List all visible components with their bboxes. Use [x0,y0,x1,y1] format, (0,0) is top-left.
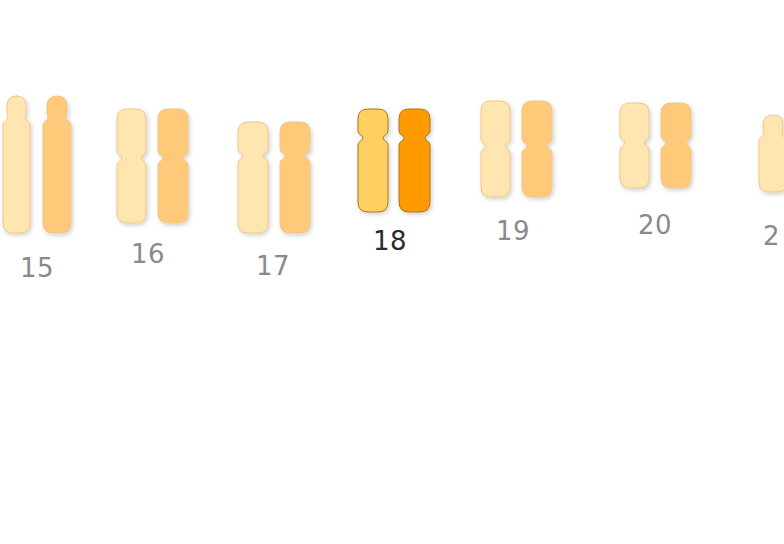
chromosome-number: 15 [20,253,54,283]
chromosome-number: 18 [373,226,407,256]
chromosome-number: 16 [131,239,165,269]
chromosome-number: 20 [638,210,672,240]
chromosome [280,122,310,233]
chromosome [3,96,30,233]
chromosome [358,109,388,212]
chromosome [522,101,552,197]
chromosome-number-slot: 15 [20,255,54,281]
chromosome-number-slot: 17 [256,253,290,279]
chromosome-number-slot: 2 [763,223,780,249]
chromosome [620,103,649,188]
chromosome [399,109,430,212]
chromosome-number-slot: 19 [496,218,530,244]
chromosome-number: 19 [496,216,530,246]
chromosome-number: 17 [256,251,290,281]
chromosome-number: 2 [763,221,780,251]
chromosome [238,122,268,233]
chromosome-number-slot: 16 [131,241,165,267]
chromosome [158,109,188,223]
chromosome-number-slot: 20 [638,212,672,238]
chromosome [661,103,691,188]
chromosome [759,115,784,192]
chromosome [117,109,146,223]
chromosome-number-slot: 18 [373,228,407,254]
chromosome [43,96,71,233]
chromosome [481,101,510,197]
